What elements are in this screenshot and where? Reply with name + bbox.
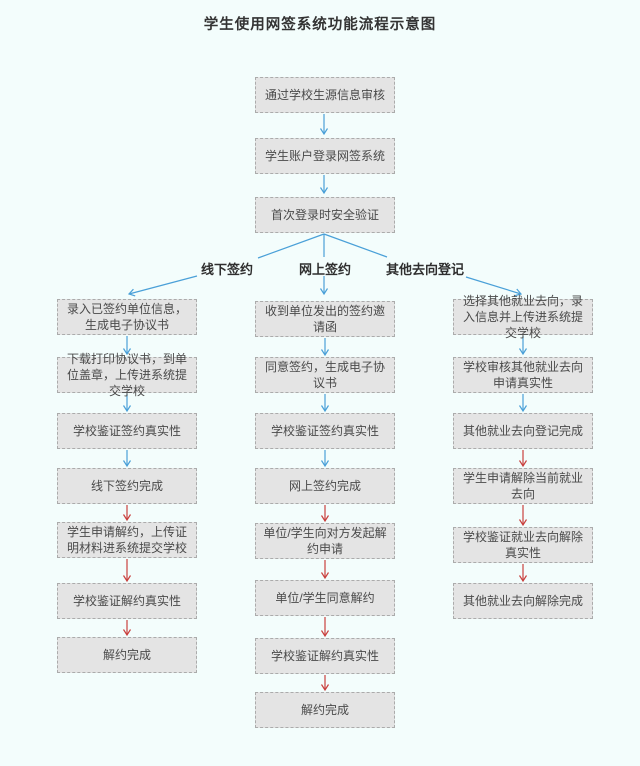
- online-step-agree-terminate: 单位/学生同意解约: [255, 580, 395, 616]
- offline-step-verify-terminate: 学校鉴证解约真实性: [57, 583, 197, 619]
- other-step-register-complete: 其他就业去向登记完成: [453, 413, 593, 449]
- step-source-info-review: 通过学校生源信息审核: [255, 77, 395, 113]
- offline-step-school-verify-sign: 学校鉴证签约真实性: [57, 413, 197, 449]
- step-first-login-verify: 首次登录时安全验证: [255, 197, 395, 233]
- offline-step-enter-unit-info: 录入已签约单位信息，生成电子协议书: [57, 299, 197, 335]
- online-step-initiate-terminate: 单位/学生向对方发起解约申请: [255, 523, 395, 559]
- branch-label-other-dest: 其他去向登记: [386, 262, 465, 277]
- offline-step-apply-terminate: 学生申请解约，上传证明材料进系统提交学校: [57, 522, 197, 558]
- online-step-agree-sign: 同意签约，生成电子协议书: [255, 357, 395, 393]
- other-step-remove-complete: 其他就业去向解除完成: [453, 583, 593, 619]
- step-account-login: 学生账户登录网签系统: [255, 138, 395, 174]
- other-step-choose-destination: 选择其他就业去向，录入信息并上传进系统提交学校: [453, 294, 593, 340]
- offline-step-print-stamp-upload: 下载打印协议书，到单位盖章，上传进系统提交学校: [57, 352, 197, 398]
- online-step-receive-invitation: 收到单位发出的签约邀请函: [255, 301, 395, 337]
- online-step-school-verify-sign: 学校鉴证签约真实性: [255, 413, 395, 449]
- offline-step-terminate-complete: 解约完成: [57, 637, 197, 673]
- branch-label-online-sign: 网上签约: [299, 262, 352, 277]
- diagram-title: 学生使用网签系统功能流程示意图: [203, 17, 437, 33]
- other-step-apply-remove: 学生申请解除当前就业去向: [453, 468, 593, 504]
- other-step-school-review: 学校审核其他就业去向申请真实性: [453, 357, 593, 393]
- branch-split-lines: [127, 233, 523, 297]
- online-step-terminate-complete: 解约完成: [255, 692, 395, 728]
- offline-step-sign-complete: 线下签约完成: [57, 468, 197, 504]
- online-step-verify-terminate: 学校鉴证解约真实性: [255, 638, 395, 674]
- branch-label-offline-sign: 线下签约: [201, 262, 254, 277]
- online-step-sign-complete: 网上签约完成: [255, 468, 395, 504]
- other-step-verify-remove: 学校鉴证就业去向解除真实性: [453, 527, 593, 563]
